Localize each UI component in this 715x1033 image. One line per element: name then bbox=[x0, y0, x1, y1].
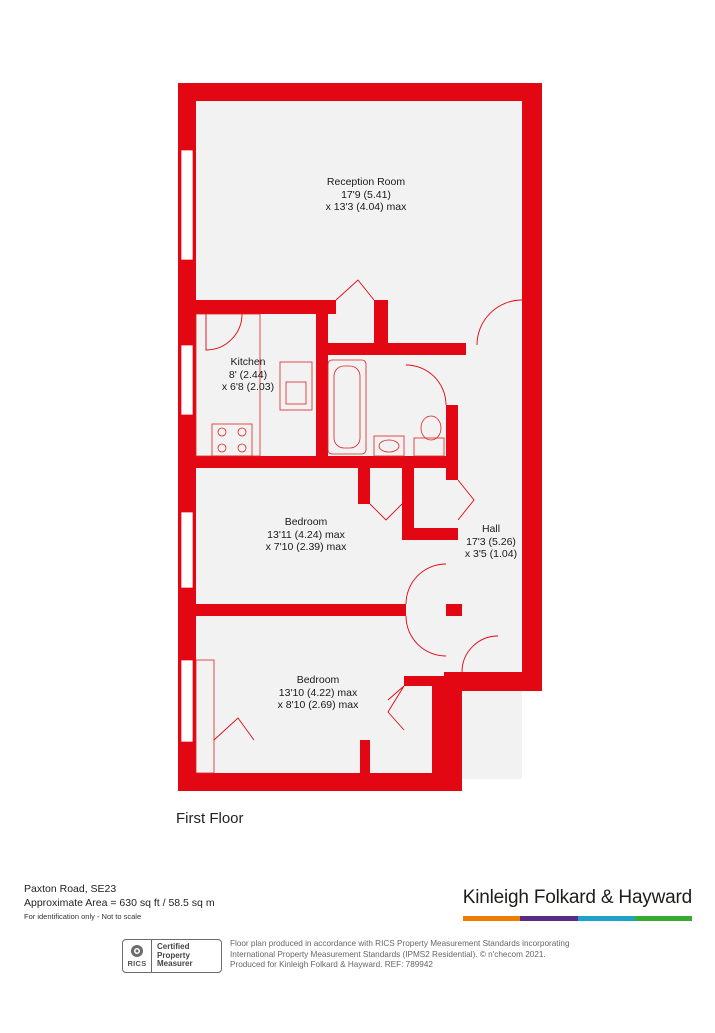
rics-line3: Measurer bbox=[157, 959, 193, 969]
footer-line1: Floor plan produced in accordance with R… bbox=[230, 939, 570, 948]
toilet bbox=[413, 437, 445, 457]
reception-room-name: Reception Room bbox=[326, 176, 406, 188]
brand-bar-orange bbox=[463, 916, 521, 921]
hall-dim1: 17'3 (5.26) bbox=[466, 535, 516, 548]
kitchen-dim2: x 6'8 (2.03) bbox=[221, 381, 275, 393]
outer-walls bbox=[178, 83, 542, 791]
brand-bar-blue bbox=[577, 916, 635, 921]
brand-color-bars bbox=[463, 916, 692, 921]
bedroom2-label: Bedroom 13'10 (4.22) max x 8'10 (2.69) m… bbox=[258, 674, 378, 712]
hall-dim2: x 3'5 (1.04) bbox=[464, 548, 518, 560]
bedroom2-dim2: x 8'10 (2.69) max bbox=[277, 699, 359, 711]
rics-badge: RICS Certified Property Measurer bbox=[122, 939, 222, 973]
kitchen-label: Kitchen 8' (2.44) x 6'8 (2.03) bbox=[212, 356, 284, 394]
windows bbox=[180, 149, 194, 743]
brand-bar-green bbox=[634, 916, 692, 921]
floor-label: First Floor bbox=[176, 810, 244, 827]
interior-walls bbox=[196, 300, 466, 776]
address-block: Paxton Road, SE23 Approximate Area = 630… bbox=[24, 882, 215, 923]
hall-name: Hall bbox=[481, 523, 501, 535]
reception-room-dim1: 17'9 (5.41) bbox=[341, 188, 391, 201]
area: Approximate Area = 630 sq ft / 58.5 sq m bbox=[24, 897, 215, 909]
bath bbox=[327, 359, 367, 455]
door-swings bbox=[205, 279, 523, 741]
footer-note: Floor plan produced in accordance with R… bbox=[230, 939, 570, 971]
kitchen-sink bbox=[279, 361, 313, 411]
bedroom1-name: Bedroom bbox=[284, 516, 328, 528]
address: Paxton Road, SE23 bbox=[24, 883, 117, 895]
hall-label: Hall 17'3 (5.26) x 3'5 (1.04) bbox=[460, 523, 522, 561]
brand-name: Kinleigh Folkard & Hayward bbox=[462, 887, 692, 908]
rics-line2: Property bbox=[157, 950, 190, 960]
rics-certification-text: Certified Property Measurer bbox=[152, 943, 193, 969]
kitchen-name: Kitchen bbox=[230, 356, 266, 368]
wardrobe bbox=[195, 659, 215, 774]
bedroom1-label: Bedroom 13'11 (4.24) max x 7'10 (2.39) m… bbox=[246, 516, 366, 554]
footer-line3: Produced for Kinleigh Folkard & Hayward.… bbox=[230, 960, 433, 969]
basin bbox=[373, 435, 405, 457]
kitchen-dim1: 8' (2.44) bbox=[228, 368, 268, 381]
hob bbox=[211, 423, 253, 457]
disclaimer: For identification only - Not to scale bbox=[24, 912, 142, 921]
rics-logo-text: RICS bbox=[127, 959, 147, 968]
bedroom1-dim1: 13'11 (4.24) max bbox=[267, 528, 345, 541]
rics-line1: Certified bbox=[157, 942, 190, 952]
reception-room-label: Reception Room 17'9 (5.41) x 13'3 (4.04)… bbox=[300, 176, 432, 214]
brand-bar-purple bbox=[520, 916, 578, 921]
bedroom2-name: Bedroom bbox=[296, 674, 340, 686]
rics-emblem-icon bbox=[131, 945, 143, 957]
rics-logo: RICS bbox=[123, 940, 152, 972]
reception-room-dim2: x 13'3 (4.04) max bbox=[325, 201, 407, 213]
floor-area bbox=[196, 101, 522, 779]
bedroom2-dim1: 13'10 (4.22) max bbox=[278, 686, 358, 699]
fixtures bbox=[195, 313, 445, 774]
footer-line2: International Property Measurement Stand… bbox=[230, 949, 546, 959]
bedroom1-dim2: x 7'10 (2.39) max bbox=[265, 541, 347, 553]
